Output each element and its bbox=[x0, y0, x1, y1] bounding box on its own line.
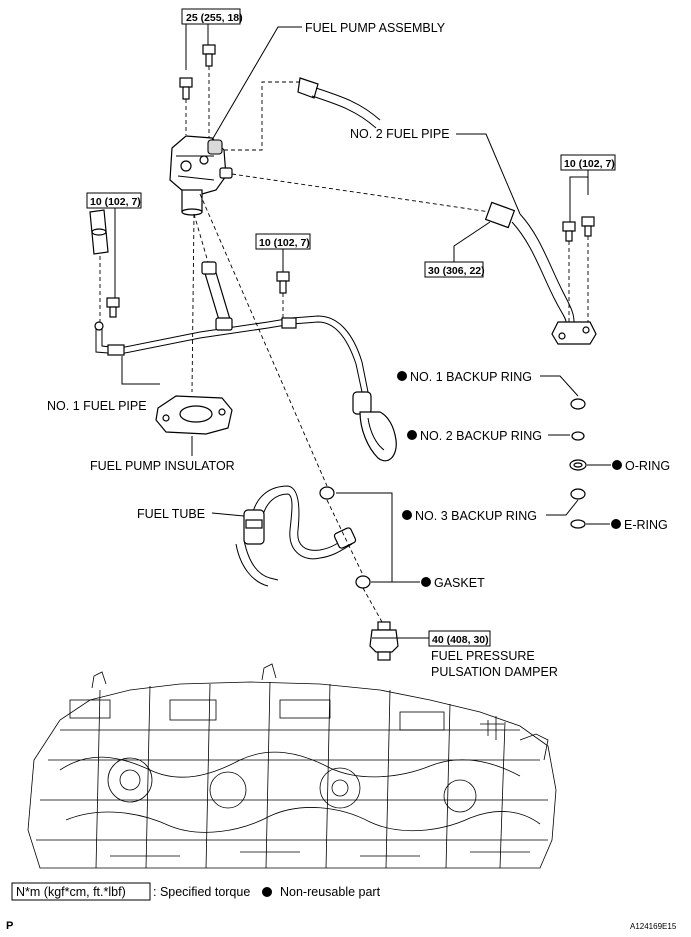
damper-label-line2: PULSATION DAMPER bbox=[431, 665, 558, 679]
non-reusable-bullet bbox=[402, 510, 412, 520]
torque-value: 25 (255, 18) bbox=[186, 12, 243, 24]
non-reusable-bullet bbox=[262, 887, 272, 897]
corner-mark: P bbox=[6, 920, 13, 932]
non-reusable-bullet bbox=[397, 371, 407, 381]
no2-fuel-pipe bbox=[456, 133, 597, 345]
non-reusable-bullet bbox=[611, 519, 621, 529]
torque-box-damper: 40 (408, 30) bbox=[428, 630, 491, 647]
bolt-icon bbox=[202, 44, 216, 67]
torque-value: 30 (306, 22) bbox=[428, 265, 485, 277]
fuel-pump-assembly-label: FUEL PUMP ASSEMBLY bbox=[305, 21, 446, 35]
torque-box-pipe2-union: 30 (306, 22) bbox=[424, 261, 485, 278]
no3-backup-ring-label: NO. 3 BACKUP RING bbox=[415, 509, 537, 523]
torque-value: 10 (102, 7) bbox=[90, 196, 141, 208]
legend-unit-box: N*m (kgf*cm, ft.*lbf) bbox=[16, 885, 126, 899]
bolt-icon bbox=[562, 221, 576, 242]
bolt-icon bbox=[276, 271, 290, 294]
fuel-pump-assembly bbox=[169, 26, 491, 216]
no1-fuel-pipe-label: NO. 1 FUEL PIPE bbox=[47, 399, 147, 413]
legend-torque-text: : Specified torque bbox=[153, 885, 250, 899]
no1-fuel-pipe bbox=[89, 209, 397, 462]
bolt-icon bbox=[581, 216, 595, 237]
o-ring-label: O-RING bbox=[625, 459, 670, 473]
torque-box-pipe1-left: 10 (102, 7) bbox=[86, 192, 142, 209]
fuel-tube bbox=[211, 485, 357, 587]
torque-leader-lines bbox=[114, 24, 589, 639]
torque-value: 10 (102, 7) bbox=[259, 237, 310, 249]
legend: N*m (kgf*cm, ft.*lbf) : Specified torque… bbox=[11, 882, 381, 901]
bolt-icon bbox=[106, 297, 120, 318]
fuel-pressure-pulsation-damper bbox=[369, 621, 399, 661]
non-reusable-bullet bbox=[421, 577, 431, 587]
engine-outline bbox=[27, 663, 557, 869]
torque-value: 10 (102, 7) bbox=[564, 158, 615, 170]
no2-fuel-pipe-label: NO. 2 FUEL PIPE bbox=[350, 127, 450, 141]
damper-label-line1: FUEL PRESSURE bbox=[431, 649, 535, 663]
non-reusable-bullet bbox=[612, 460, 622, 470]
no1-backup-ring-label: NO. 1 BACKUP RING bbox=[410, 370, 532, 384]
gasket-label: GASKET bbox=[434, 576, 485, 590]
no2-backup-ring-label: NO. 2 BACKUP RING bbox=[420, 429, 542, 443]
bolt-icon bbox=[179, 77, 193, 100]
e-ring-label: E-RING bbox=[624, 518, 668, 532]
figure-id: A124169E15 bbox=[630, 922, 677, 931]
torque-box-pump-bolts: 25 (255, 18) bbox=[181, 8, 243, 25]
legend-nonreusable-text: Non-reusable part bbox=[280, 885, 381, 899]
small-parts bbox=[199, 193, 622, 623]
torque-box-pipe1-mid: 10 (102, 7) bbox=[255, 233, 311, 250]
fuel-pump-insulator-label: FUEL PUMP INSULATOR bbox=[90, 459, 235, 473]
torque-value: 40 (408, 30) bbox=[432, 634, 489, 646]
pump-lifter bbox=[191, 213, 233, 393]
torque-box-pipe2-flange: 10 (102, 7) bbox=[560, 154, 616, 171]
fuel-pump-insulator bbox=[155, 395, 233, 456]
non-reusable-bullet bbox=[407, 430, 417, 440]
fuel-tube-label: FUEL TUBE bbox=[137, 507, 205, 521]
